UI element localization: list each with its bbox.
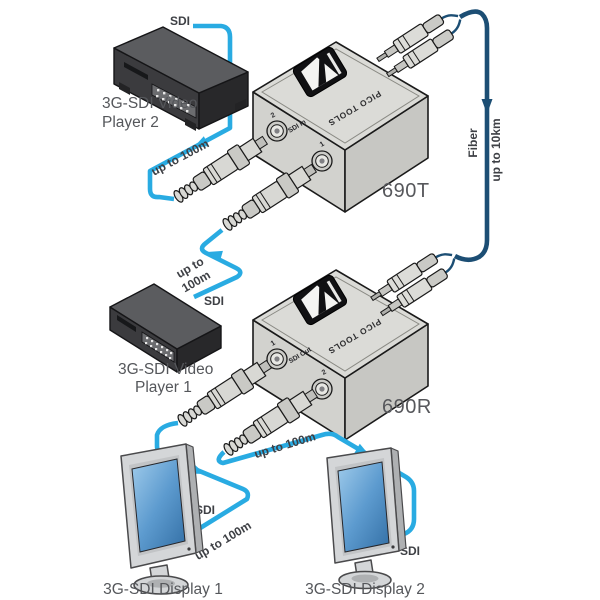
player2-sdi-label: SDI [170, 14, 190, 28]
player-feet [119, 82, 246, 131]
video-player-2: 3G-SDI Video Player 2 [102, 26, 249, 131]
display1-name: 3G-SDI Display 1 [103, 581, 223, 598]
transmitter-690t: PICO TOOLS 2 SDI In 1 690T [252, 41, 430, 213]
fiber-lc-connector-icon [376, 14, 462, 78]
bnc-plug-receiver-port2 [223, 388, 319, 456]
player1-name-line2: Player 1 [135, 379, 192, 396]
power-button [187, 547, 191, 551]
fiber-lc-connector-icon [370, 253, 456, 317]
kramer-logo-icon [292, 46, 348, 98]
fiber-cable [453, 9, 490, 263]
screen [131, 458, 186, 553]
transmitter-port-1-label: 1 [319, 141, 326, 149]
cable-player1-to-transmitter: up to 100m SDI [174, 228, 243, 308]
transmitter-port-2-label: 2 [270, 112, 277, 120]
flow-arrow [193, 136, 209, 148]
display-2: 3G-SDI Display 2 [305, 447, 425, 598]
video-player-1: 3G-SDI Video Player 1 [109, 283, 222, 396]
receiver-690r: PICO TOOLS 1 SDI Out 2 690R [252, 269, 432, 441]
player1-sdi-label: SDI [204, 294, 224, 308]
fiber-label: Fiber [466, 128, 480, 158]
receiver-port-2-label: 2 [321, 369, 328, 377]
sdi-cable [193, 228, 243, 300]
fiber-flow-arrow [481, 99, 493, 114]
player1-name-line1: 3G-SDI Video [118, 361, 213, 378]
sdi-cable [147, 23, 233, 202]
monitor-base-hole [147, 579, 175, 588]
receiver-port-1-label: 1 [270, 340, 277, 348]
player-buttons [145, 337, 173, 360]
sdi-cable [216, 431, 417, 538]
monitor-base-hole [351, 574, 379, 583]
transmitter-port-1 [311, 150, 333, 172]
display-1: 3G-SDI Display 1 [103, 443, 223, 598]
disc-slot [124, 62, 148, 80]
fiber-distance-label: up to 10km [489, 118, 503, 181]
disc-slot [117, 315, 136, 332]
bnc-plug-receiver-port1 [177, 359, 273, 427]
receiver-port-2 [311, 378, 333, 400]
transmitter-model-label: 690T [382, 180, 430, 202]
kramer-logo-icon [292, 274, 348, 326]
player-buttons [156, 89, 190, 113]
receiver-port-1 [266, 348, 288, 370]
player2-name-line1: 3G-SDI Video [102, 95, 197, 112]
flow-arrow [207, 250, 223, 262]
receiver-model-label: 690R [382, 396, 432, 418]
player2-name-line2: Player 2 [102, 114, 159, 131]
transmitter-port-2 [266, 120, 288, 142]
bnc-plug-transmitter-port1 [222, 163, 318, 231]
display2-name: 3G-SDI Display 2 [305, 581, 425, 598]
fiber-link: Fiber up to 10km [370, 9, 503, 317]
bnc-plug-transmitter-port2 [173, 135, 269, 203]
screen [337, 461, 390, 553]
power-button [391, 545, 395, 549]
